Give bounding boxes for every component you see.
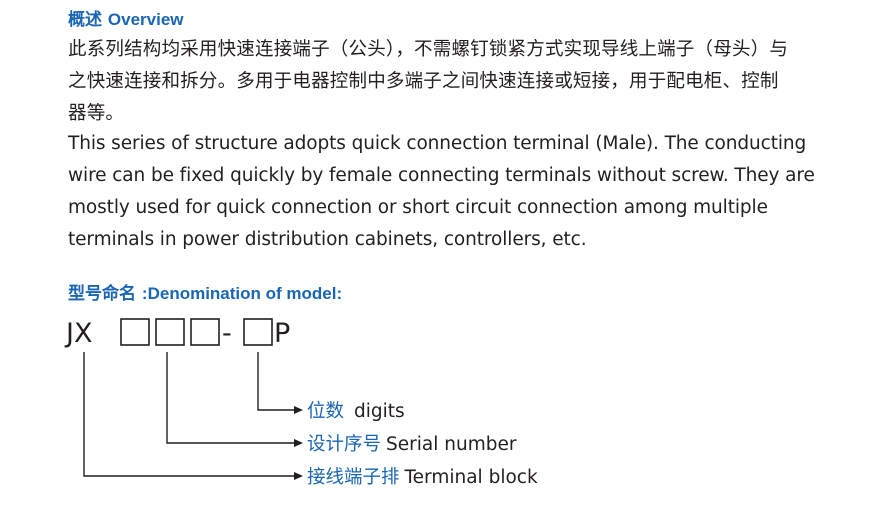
zh-line: 之快速连接和拆分。多用于电器控制中多端子之间快速连接或短接，用于配电柜、控制 bbox=[68, 71, 779, 92]
en-line: This series of structure adopts quick co… bbox=[68, 133, 807, 154]
overview-heading: 概述 Overview bbox=[68, 5, 184, 30]
arrowhead-icon bbox=[294, 439, 303, 447]
model-heading-en: :Denomination of model: bbox=[141, 284, 343, 303]
en-line: terminals in power distribution cabinets… bbox=[68, 229, 587, 250]
leader-digits bbox=[257, 352, 296, 411]
en-line: wire can be fixed quickly by female conn… bbox=[68, 165, 815, 186]
overview-heading-zh: 概述 bbox=[68, 10, 102, 30]
leader-lines bbox=[83, 352, 296, 477]
en-line: mostly used for quick connection or shor… bbox=[68, 197, 768, 218]
model-prefix: JX bbox=[64, 318, 92, 349]
placeholder-box bbox=[190, 318, 220, 346]
model-suffix: P bbox=[274, 318, 290, 349]
placeholder-box bbox=[243, 318, 273, 346]
overview-heading-en: Overview bbox=[107, 10, 184, 29]
placeholder-box bbox=[155, 318, 185, 346]
overview-chinese-paragraph: 此系列结构均采用快速连接端子（公头），不需螺钉锁紧方式实现导线上端子（母头）与 … bbox=[68, 34, 820, 130]
arrowhead-icon bbox=[294, 406, 303, 414]
model-heading-zh: 型号命名 bbox=[68, 284, 136, 304]
arrowheads bbox=[294, 406, 303, 480]
overview-english-paragraph: This series of structure adopts quick co… bbox=[68, 128, 820, 256]
arrowhead-icon bbox=[294, 472, 303, 480]
placeholder-box bbox=[120, 318, 150, 346]
leader-serial-number bbox=[166, 352, 296, 444]
leader-terminal-block bbox=[83, 352, 296, 477]
zh-line: 器等。 bbox=[68, 103, 125, 124]
zh-line: 此系列结构均采用快速连接端子（公头），不需螺钉锁紧方式实现导线上端子（母头）与 bbox=[68, 39, 789, 60]
model-dash: - bbox=[222, 318, 232, 349]
model-heading: 型号命名 :Denomination of model: bbox=[68, 279, 342, 304]
